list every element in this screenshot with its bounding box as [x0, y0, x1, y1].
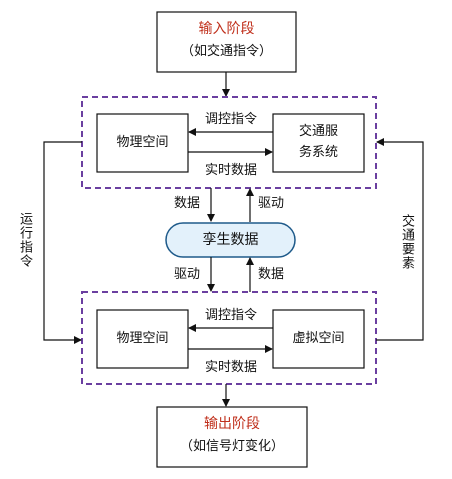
lower-physical-label: 物理空间	[116, 331, 169, 346]
output-stage-subtitle: （如信号灯变化）	[179, 439, 284, 454]
right-loop-line	[376, 138, 424, 341]
input-stage-subtitle: （如交通指令）	[180, 44, 272, 59]
lower-virtual-label: 虚拟空间	[292, 331, 345, 346]
middle-data-label-top: 数据	[174, 196, 201, 211]
upper-physical-box	[96, 113, 189, 173]
upper-service-box	[272, 113, 365, 173]
output-stage-title: 输出阶段	[204, 416, 260, 432]
lower-virtual-box	[272, 309, 365, 369]
upper-command-label: 调控指令	[204, 112, 257, 127]
twin-data-label: 孪生数据	[202, 232, 259, 248]
upper-service-label-line2: 务系统	[298, 145, 338, 160]
middle-drive-label-top: 驱动	[258, 196, 285, 211]
middle-drive-label-bottom: 驱动	[174, 267, 201, 282]
output-stage-box	[156, 406, 308, 468]
left-run-command-label: 运行指令	[17, 212, 32, 268]
right-traffic-elements-label: 交通要素	[399, 214, 414, 270]
upper-physical-label: 物理空间	[116, 135, 169, 150]
upper-service-label-line1: 交通服	[298, 124, 338, 139]
lower-realtime-label: 实时数据	[204, 360, 257, 375]
lower-command-label: 调控指令	[204, 308, 257, 323]
lower-dashed-container	[81, 291, 377, 385]
twin-data-capsule	[165, 222, 296, 258]
left-loop-line	[43, 141, 82, 344]
upper-realtime-label: 实时数据	[204, 163, 257, 178]
input-stage-title: 输入阶段	[198, 21, 255, 37]
middle-data-label-bottom: 数据	[258, 267, 285, 282]
lower-physical-box	[96, 309, 189, 369]
input-stage-box	[156, 11, 297, 73]
